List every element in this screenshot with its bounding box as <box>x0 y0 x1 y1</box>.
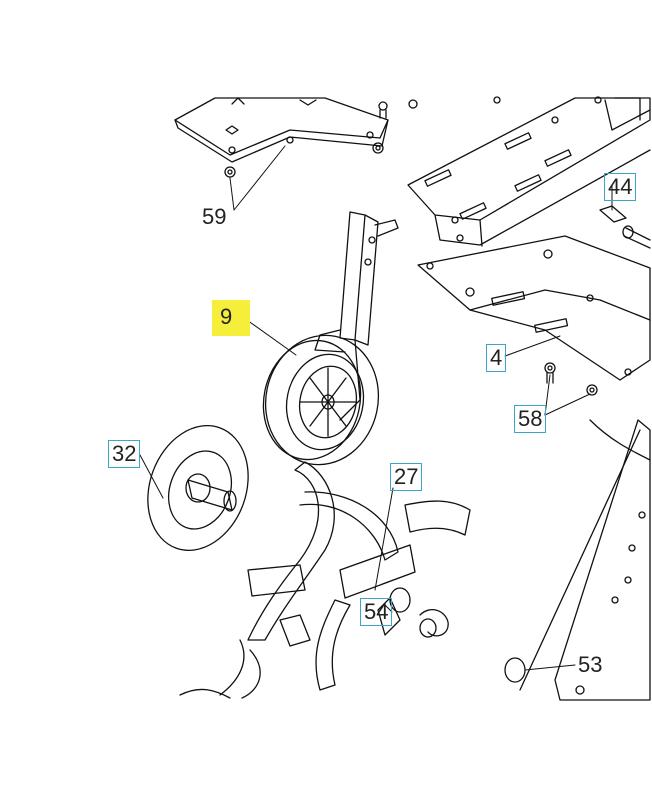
callout-27[interactable]: 27 <box>390 463 423 491</box>
clip-pin <box>419 609 449 638</box>
callout-32[interactable]: 32 <box>108 440 141 468</box>
disc-32 <box>147 425 249 551</box>
top-bolts <box>224 96 501 178</box>
side-housing <box>504 419 651 701</box>
callout-58[interactable]: 58 <box>514 405 547 433</box>
upper-frame-rail <box>407 96 651 247</box>
callout-53[interactable]: 53 <box>578 652 603 677</box>
tiller-tines <box>179 461 471 699</box>
pin-44 <box>599 205 651 249</box>
callout-59[interactable]: 59 <box>202 204 227 229</box>
bolts-58 <box>544 362 598 396</box>
callout-9-highlighted[interactable]: 9 <box>212 300 251 336</box>
top-bracket-plate <box>174 97 389 163</box>
mounting-plate-4 <box>417 235 651 381</box>
callout-4[interactable]: 4 <box>486 344 507 372</box>
callout-54[interactable]: 54 <box>360 598 393 626</box>
callout-44[interactable]: 44 <box>604 173 637 201</box>
wheel-9 <box>262 334 380 466</box>
